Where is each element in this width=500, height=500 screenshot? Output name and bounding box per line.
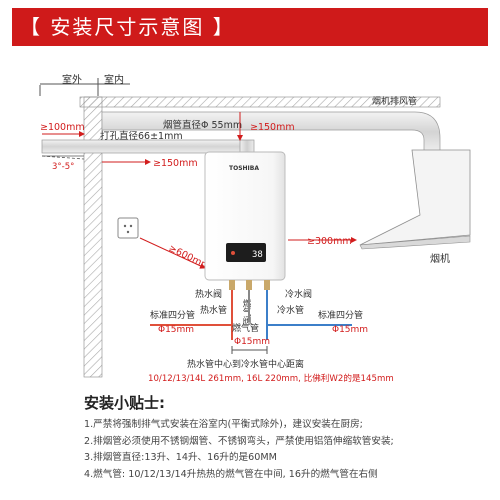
std-pipe-right-label: 标准四分管 <box>318 309 363 321</box>
hood-exhaust-label: 烟机排风管 <box>372 95 417 107</box>
title-banner: 【 安装尺寸示意图 】 <box>12 8 488 46</box>
outdoor-label: 室外 <box>62 73 82 86</box>
hot-pipe-label: 热水管 <box>200 304 227 316</box>
gas-valve-label: 燃气阀 <box>241 298 251 325</box>
installation-tips: 安装小贴士: 1.严禁将强制排气式安装在浴室内(平衡式除外)，建议安装在厨房; … <box>84 392 494 483</box>
brand-label: TOSHIBA <box>229 165 259 172</box>
valves <box>229 280 270 290</box>
flue-diameter-label: 烟管直径Φ 55mm <box>163 119 242 131</box>
dim-150-top: ≥150mm <box>237 112 295 141</box>
phi-right-label: Φ15mm <box>332 325 368 335</box>
range-hood <box>359 149 471 250</box>
svg-text:3°-5°: 3°-5° <box>52 162 74 172</box>
installation-diagram: 室外 室内 烟机排风管 烟机 烟管直径Φ 55mm ≥150mm ≥100mm … <box>39 73 471 384</box>
hood-label: 烟机 <box>430 252 450 265</box>
dim-300: ≥300mm <box>288 236 357 247</box>
dim-600: ≥600mm <box>139 237 212 272</box>
outdoor-indoor-indicator: 室外 室内 <box>39 73 130 96</box>
slope-indicator: 3°-5° <box>41 155 85 172</box>
display-value: 38 <box>252 250 263 260</box>
tip-item: 4.燃气管: 10/12/13/14升热热的燃气管在中间, 16升的燃气管在右侧 <box>84 468 378 480</box>
svg-text:≥100mm: ≥100mm <box>40 122 85 133</box>
phi-gas-label: Φ15mm <box>234 337 270 347</box>
phi-left-label: Φ15mm <box>158 325 194 335</box>
tip-item: 2.排烟管必须使用不锈钢烟管、不锈钢弯头，严禁使用铝箔伸缩软管安装; <box>84 435 394 447</box>
heater-display <box>226 243 266 262</box>
svg-text:≥150mm: ≥150mm <box>153 158 198 169</box>
tip-item: 3.排烟管直径:13升、14升、16升的是60MM <box>84 452 277 463</box>
title-text: 【 安装尺寸示意图 】 <box>20 15 235 39</box>
wall <box>83 96 103 378</box>
tip-item: 1.严禁将强制排气式安装在浴室内(平衡式除外)，建议安装在厨房; <box>84 419 363 430</box>
wall-socket <box>117 217 139 239</box>
ceiling-slab <box>79 96 441 108</box>
center-distance-dim <box>231 346 268 354</box>
cold-valve-label: 冷水阀 <box>285 288 312 300</box>
svg-text:≥300mm: ≥300mm <box>307 236 352 247</box>
gas-pipe-label: 燃气管 <box>232 322 259 334</box>
center-distance-label: 热水管中心到冷水管中心距离 <box>187 358 304 370</box>
distance-values-label: 10/12/13/14L 261mm, 16L 220mm, 比佛利W2的是14… <box>148 372 394 384</box>
dim-100: ≥100mm <box>40 122 85 137</box>
indoor-label: 室内 <box>104 73 124 86</box>
water-heater: TOSHIBA 38 <box>204 151 286 281</box>
cold-pipe-label: 冷水管 <box>277 304 304 316</box>
dim-150-side: ≥150mm <box>102 158 198 169</box>
hot-valve-label: 热水阀 <box>195 288 222 300</box>
svg-text:≥150mm: ≥150mm <box>250 122 295 133</box>
std-pipe-left-label: 标准四分管 <box>150 309 195 321</box>
drill-diameter-label: 打孔直径66±1mm <box>100 130 183 142</box>
tips-title: 安装小贴士: <box>84 394 165 412</box>
